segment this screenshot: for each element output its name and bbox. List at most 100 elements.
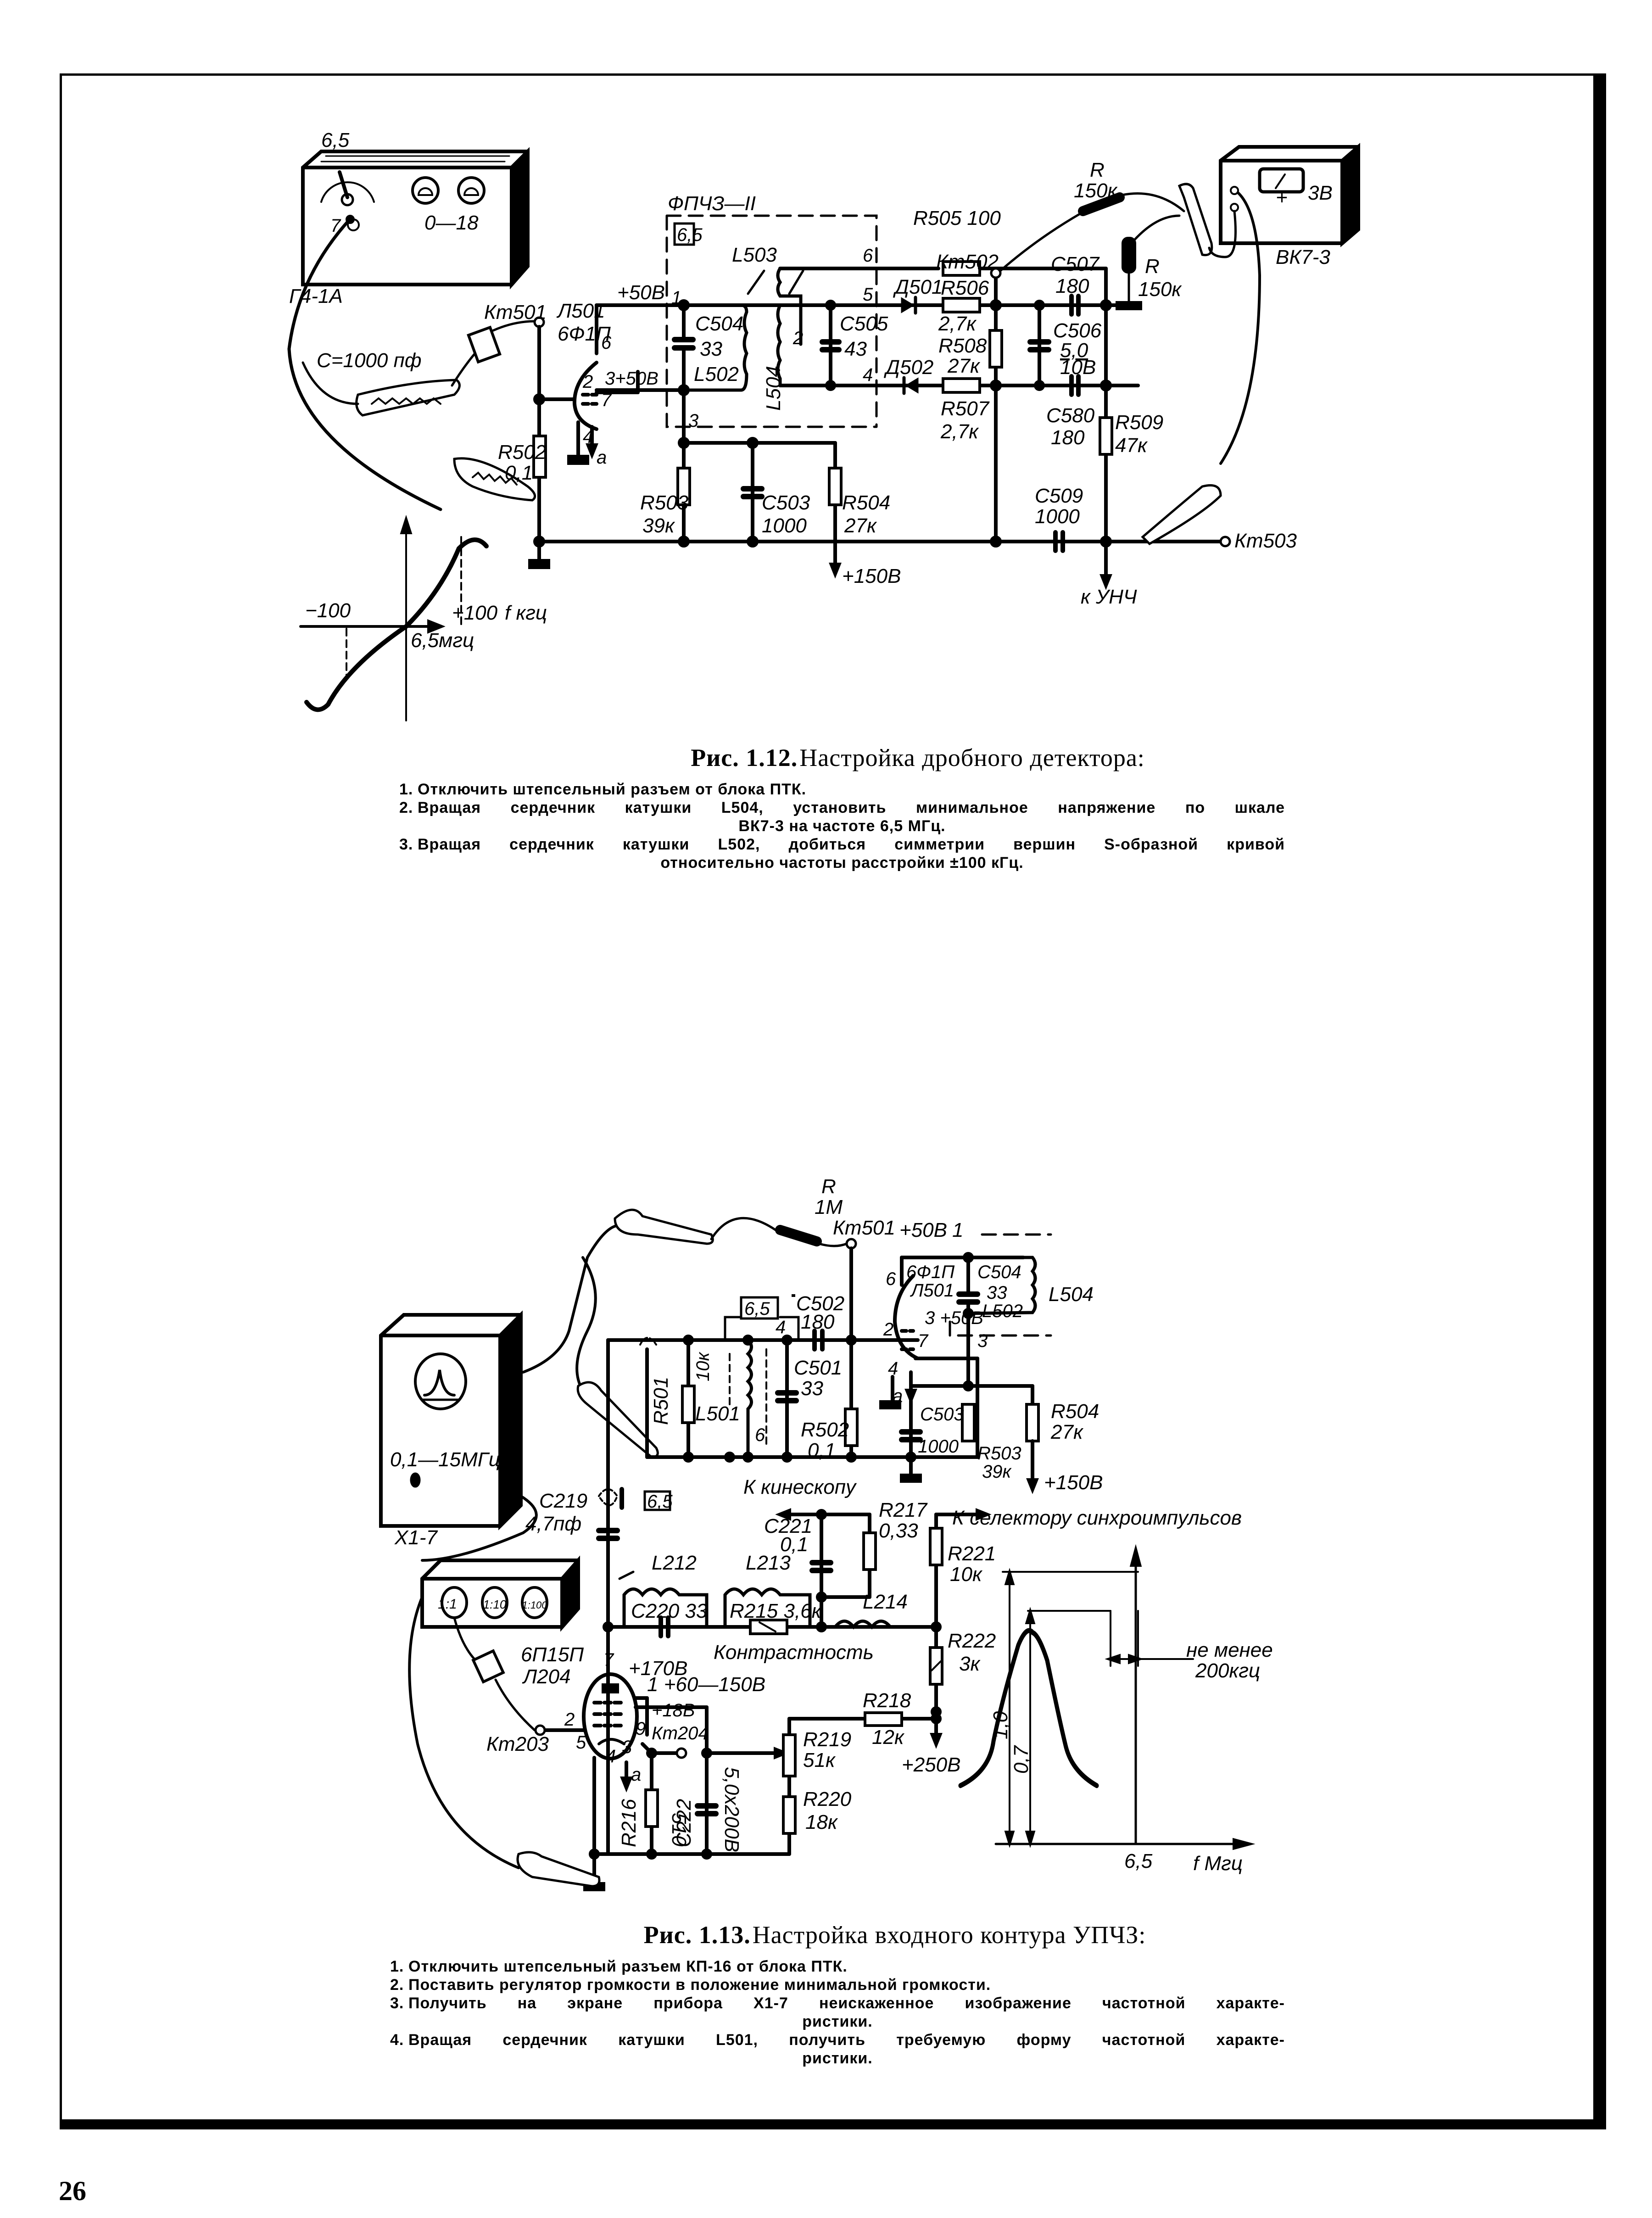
tube1-type-label: 6Ф1П: [906, 1262, 955, 1282]
kt501-label-fig2: Кт501: [833, 1217, 895, 1239]
l503-label: L503: [732, 244, 777, 266]
r503-label-fig2: R503: [977, 1443, 1021, 1464]
r217-label: R217: [879, 1499, 928, 1521]
tube1-pin-a: а: [893, 1386, 903, 1406]
r505-label: R505 100: [913, 207, 1001, 229]
kt204-testpoint: [675, 1747, 687, 1759]
r-10k-label: 10к: [693, 1352, 713, 1381]
probe-resistor-value: 150к: [1074, 179, 1118, 202]
tube-ref-label: Л501: [556, 300, 605, 322]
c503-label-fig2: С503: [920, 1404, 964, 1425]
plus150-label-fig2: +150В: [1044, 1471, 1103, 1494]
c221-label: С221: [764, 1515, 812, 1537]
c219-label: С219: [539, 1490, 587, 1512]
r502-resistor-2: [844, 1408, 859, 1447]
generator-range: 0—18: [424, 212, 479, 234]
coil-pin-2-label: 2: [793, 328, 803, 348]
r216-resistor: [644, 1788, 659, 1828]
to-kinescope-label: К кинескопу: [743, 1476, 857, 1498]
tube1-pin-6: 6: [886, 1269, 896, 1289]
l502-label-fig2: L502: [982, 1301, 1023, 1321]
r222-value: 3к: [959, 1653, 981, 1675]
r506-value: 2,7к: [938, 313, 977, 335]
d502-label: Д502: [883, 356, 933, 379]
attenuator-label-1-1: 1:1: [438, 1597, 457, 1612]
figure-2-caption-title: Настройка входного контура УПЧЗ:: [752, 1921, 1146, 1949]
probe-resistor-1m-value: 1М: [815, 1196, 843, 1218]
r502-resistor: [532, 435, 547, 479]
filter-freq-label: 6,5: [677, 225, 703, 245]
r507-label: R507: [941, 397, 990, 420]
page-number: 26: [59, 2176, 86, 2206]
c502-label: С502: [796, 1292, 844, 1315]
figure-1-step: 1.Отключить штепсельный разъем от блока …: [399, 781, 807, 798]
figure-2-caption: Рис. 1.13. Настройка входного контура УП…: [505, 1921, 1285, 1949]
pin-2-label: 2: [582, 372, 593, 392]
figure-1-12-schematic: 6,5 7 0—18 Г4-1А Кт501 Л501 6Ф1П С=1000 …: [287, 129, 1360, 721]
l212-label: L212: [652, 1552, 697, 1574]
r503-value: 39к: [642, 514, 675, 537]
tube2-pin-2: 2: [564, 1710, 575, 1730]
response-level-full: 1,0: [989, 1711, 1012, 1739]
alligator-clip-top: [614, 1208, 714, 1245]
kt503-testpoint: [1219, 536, 1231, 548]
c509-label: С509: [1035, 485, 1083, 507]
figure-1-steps: 1.Отключить штепсельный разъем от блока …: [399, 780, 1285, 872]
sweep-generator-name: Х1-7: [394, 1526, 438, 1549]
pin-a-label: а: [597, 447, 607, 468]
pin-4-label: 4: [583, 427, 593, 447]
c221-value: 0,1: [780, 1533, 808, 1556]
r504-label: R504: [842, 492, 890, 514]
attenuator-button-1-100[interactable]: [521, 1586, 548, 1619]
filter-freq-fig2: 6,5: [744, 1299, 770, 1319]
filter-block-label: ФПЧЗ—II: [668, 192, 756, 215]
plus250-label: +250В: [902, 1754, 960, 1776]
figure-2-steps: 1.Отключить штепсельный разъем КП-16 от …: [390, 1957, 1285, 2067]
r219-value: 51к: [803, 1749, 836, 1771]
figure-1-step-cont: относительно частоты расстройки ±100 кГц…: [660, 854, 1024, 872]
contrast-label: Контрастность: [714, 1641, 874, 1664]
r504-label-fig2: R504: [1051, 1400, 1099, 1423]
l501-coil: [746, 1338, 753, 1459]
r219-label: R219: [803, 1728, 851, 1751]
probe-resistor-1m: [775, 1225, 822, 1246]
r509-resistor: [1099, 416, 1113, 456]
r502-label: R502: [498, 441, 546, 464]
sweep-generator-range: 0,1—15МГц: [390, 1448, 500, 1471]
c219-value: 4,7пф: [525, 1513, 581, 1535]
c501-value: 33: [801, 1377, 823, 1400]
s-curve-plot: [299, 514, 489, 721]
c505-value: 43: [844, 338, 867, 360]
scan-speck: [792, 1294, 795, 1297]
l504-coil: [776, 303, 782, 387]
tube1-pin-7: 7: [918, 1331, 929, 1351]
c222-label: С222: [673, 1799, 695, 1847]
tube2-pin-9: 9: [636, 1719, 646, 1739]
attenuator-button-1-10[interactable]: [481, 1586, 508, 1619]
response-note-2: 200кгц: [1195, 1659, 1260, 1682]
c504-value: 33: [700, 338, 722, 360]
figure-2-step: 3.Получить на экране прибора Х1-7 неиска…: [390, 1995, 1285, 2012]
ground-symbol: [528, 559, 550, 569]
c509-value: 1000: [1035, 505, 1080, 528]
r218-label: R218: [863, 1689, 911, 1712]
probe-resistor-name: R: [1090, 159, 1105, 181]
generator-g4-1a: [301, 147, 530, 290]
voltmeter-vk7-3: [1219, 143, 1360, 247]
figure-1-step: 2.Вращая сердечник катушки L504, установ…: [399, 799, 1285, 816]
figure-2-step-cont: ристики.: [802, 2013, 873, 2030]
s-curve-unit-label: f кгц: [505, 602, 547, 624]
response-unit-label: f Мгц: [1193, 1852, 1243, 1875]
c504-value-fig2: 33: [987, 1283, 1007, 1303]
c506-label: С506: [1053, 319, 1102, 342]
tube2-pin-4: 4: [606, 1746, 616, 1766]
c580-value: 180: [1051, 426, 1085, 449]
l504-label: L504: [762, 366, 785, 411]
r218-resistor: [864, 1711, 903, 1727]
filter-dashed-box: [665, 214, 878, 428]
figure-2-step: 2.Поставить регулятор громкости в положе…: [390, 1976, 991, 1994]
r506-resistor: [942, 297, 981, 313]
voltmeter-range: 3В: [1308, 182, 1333, 204]
l214-coil: [833, 1620, 938, 1630]
